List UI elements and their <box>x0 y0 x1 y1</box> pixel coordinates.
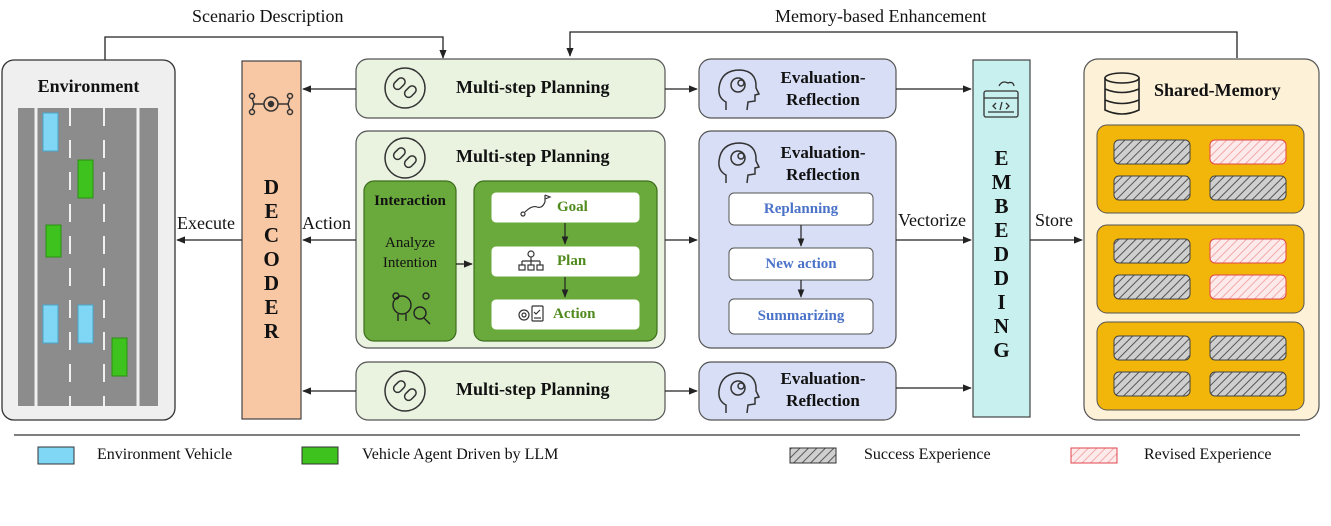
planning-title-bottom: Multi-step Planning <box>456 379 610 399</box>
evaluation-title-top: Evaluation-Reflection <box>780 68 866 109</box>
interaction-box <box>363 180 457 342</box>
success-experience <box>1209 371 1287 397</box>
lane-lines <box>34 108 140 406</box>
agent-vehicle <box>111 337 128 377</box>
plan-label: Plan <box>557 253 587 269</box>
interaction-intention: Intention <box>382 255 438 271</box>
memory-group <box>1096 321 1305 411</box>
hierarchy-icon <box>518 250 544 271</box>
memory-feedback-line <box>566 31 1238 58</box>
environment-vehicle <box>42 304 59 344</box>
success-experience <box>1209 335 1287 361</box>
decoder-block <box>241 60 302 420</box>
revised-experience <box>1209 238 1287 264</box>
road <box>18 108 158 406</box>
environment-title: Environment <box>37 76 140 96</box>
new-action-label: New action <box>765 256 837 272</box>
evaluation-title-bottom: Evaluation-Reflection <box>780 369 866 410</box>
planning-title-top: Multi-step Planning <box>456 77 610 97</box>
goal-label: Goal <box>557 199 588 215</box>
success-experience <box>1113 335 1191 361</box>
code-document-icon <box>983 81 1019 118</box>
memory-group <box>1096 224 1305 314</box>
success-experience <box>1113 238 1191 264</box>
legend-swatch-success <box>789 447 837 464</box>
execute-label: Execute <box>177 213 235 233</box>
revised-experience <box>1209 274 1287 300</box>
summarizing-label: Summarizing <box>757 308 845 324</box>
shared-memory-title: Shared-Memory <box>1154 80 1281 100</box>
success-experience <box>1113 139 1191 165</box>
legend-agent-vehicle: Vehicle Agent Driven by LLM <box>362 446 559 463</box>
legend-swatch-agent-vehicle <box>301 446 339 465</box>
embedding-block <box>972 59 1031 418</box>
goal-path-icon <box>520 194 552 217</box>
flow-arrows <box>176 85 1083 395</box>
success-experience <box>1113 274 1191 300</box>
chain-link-icon <box>384 67 426 109</box>
chain-link-icon <box>384 370 426 412</box>
evaluation-title-middle: Evaluation-Reflection <box>780 143 866 184</box>
brain-head-icon <box>718 69 761 111</box>
memory-enhancement-label: Memory-based Enhancement <box>775 6 987 26</box>
replanning-label: Replanning <box>763 201 839 217</box>
decoder-icon <box>248 92 294 116</box>
legend-swatch-environment-vehicle <box>37 446 75 465</box>
environment-panel <box>1 59 176 421</box>
action-flow-label: Action <box>302 213 351 233</box>
brain-head-icon <box>718 142 761 184</box>
vectorize-label: Vectorize <box>898 210 966 230</box>
scenario-feedback-line <box>104 36 447 60</box>
chain-link-icon <box>384 137 426 179</box>
planning-title-middle: Multi-step Planning <box>456 146 610 166</box>
agent-vehicle <box>45 224 62 258</box>
idea-icon <box>392 292 431 325</box>
database-icon <box>1104 72 1140 115</box>
action-label: Action <box>553 306 596 322</box>
legend-environment-vehicle: Environment Vehicle <box>97 446 233 463</box>
revised-experience <box>1209 139 1287 165</box>
environment-vehicle <box>77 304 94 344</box>
shared-memory-panel <box>1083 58 1320 421</box>
summarizing-step <box>728 298 874 335</box>
success-experience <box>1113 175 1191 201</box>
store-label: Store <box>1035 210 1073 230</box>
interaction-analyze: Analyze <box>385 235 435 251</box>
success-experience <box>1209 175 1287 201</box>
gear-checklist-icon <box>518 305 544 322</box>
legend-success-experience: Success Experience <box>864 446 991 463</box>
success-experience <box>1113 371 1191 397</box>
action-step <box>490 298 641 331</box>
agent-vehicle <box>77 159 94 199</box>
interaction-title: Interaction <box>374 193 446 209</box>
legend-revised-experience: Revised Experience <box>1144 446 1272 463</box>
scenario-description-label: Scenario Description <box>192 6 344 26</box>
environment-vehicle <box>42 112 59 152</box>
legend-swatch-revised <box>1070 447 1118 464</box>
brain-head-icon <box>718 372 761 414</box>
